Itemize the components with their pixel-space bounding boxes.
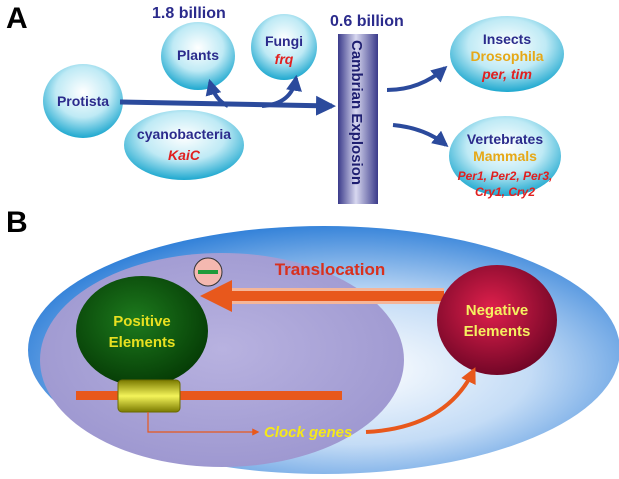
positive-label-line1: Positive xyxy=(113,313,171,330)
cyanobacteria-bubble xyxy=(124,110,244,180)
plants-label: Plants xyxy=(177,47,219,63)
time-label-0-6-billion: 0.6 billion xyxy=(330,13,404,30)
negative-label-line1: Negative xyxy=(466,302,529,319)
cambrian-to-vertebrates-arrow xyxy=(392,123,449,148)
translocation-label: Translocation xyxy=(275,260,386,279)
branch-to-plants-arrow xyxy=(205,78,229,108)
kaic-gene: KaiC xyxy=(168,147,201,163)
dna-strand xyxy=(76,391,342,400)
insects-bubble xyxy=(450,16,564,92)
mammals-label: Mammals xyxy=(473,148,537,164)
branch-to-fungi-arrow xyxy=(261,74,302,108)
promoter-box xyxy=(117,379,181,413)
protista-bubble xyxy=(43,64,123,138)
mammal-genes-line2: Cry1, Cry2 xyxy=(475,185,535,199)
cambrian-to-insects-arrow xyxy=(386,65,448,92)
frq-gene: frq xyxy=(275,51,294,67)
clock-to-negative-arrow xyxy=(365,367,476,434)
cambrian-label: Cambrian Explosion xyxy=(348,40,365,185)
plants-bubble xyxy=(161,22,235,90)
fungi-label: Fungi xyxy=(265,33,303,49)
negative-label-line2: Elements xyxy=(464,323,531,340)
cyanobacteria-label: cyanobacteria xyxy=(137,126,231,142)
vertebrates-bubble xyxy=(449,116,561,196)
fungi-bubble xyxy=(251,14,317,80)
time-label-1-8-billion: 1.8 billion xyxy=(152,5,226,22)
panel-a-label: A xyxy=(6,2,28,35)
transcription-arrow xyxy=(147,412,260,436)
evolution-arrows xyxy=(119,65,449,148)
clock-genes-label: Clock genes xyxy=(264,424,352,441)
drosophila-label: Drosophila xyxy=(470,48,543,64)
translocation-arrow xyxy=(200,280,444,312)
insects-label: Insects xyxy=(483,31,531,47)
positive-label-line2: Elements xyxy=(109,334,176,351)
protista-label: Protista xyxy=(57,93,109,109)
inhibitor-circle xyxy=(193,257,223,287)
cambrian-column: Cambrian Explosion xyxy=(338,34,378,204)
negative-elements-circle xyxy=(437,265,557,375)
positive-elements-circle xyxy=(76,276,208,386)
panel-b-label: B xyxy=(6,206,28,239)
vertebrates-label: Vertebrates xyxy=(467,131,543,147)
mammal-genes-line1: Per1, Per2, Per3, xyxy=(458,169,553,183)
per-tim-genes: per, tim xyxy=(481,66,532,82)
